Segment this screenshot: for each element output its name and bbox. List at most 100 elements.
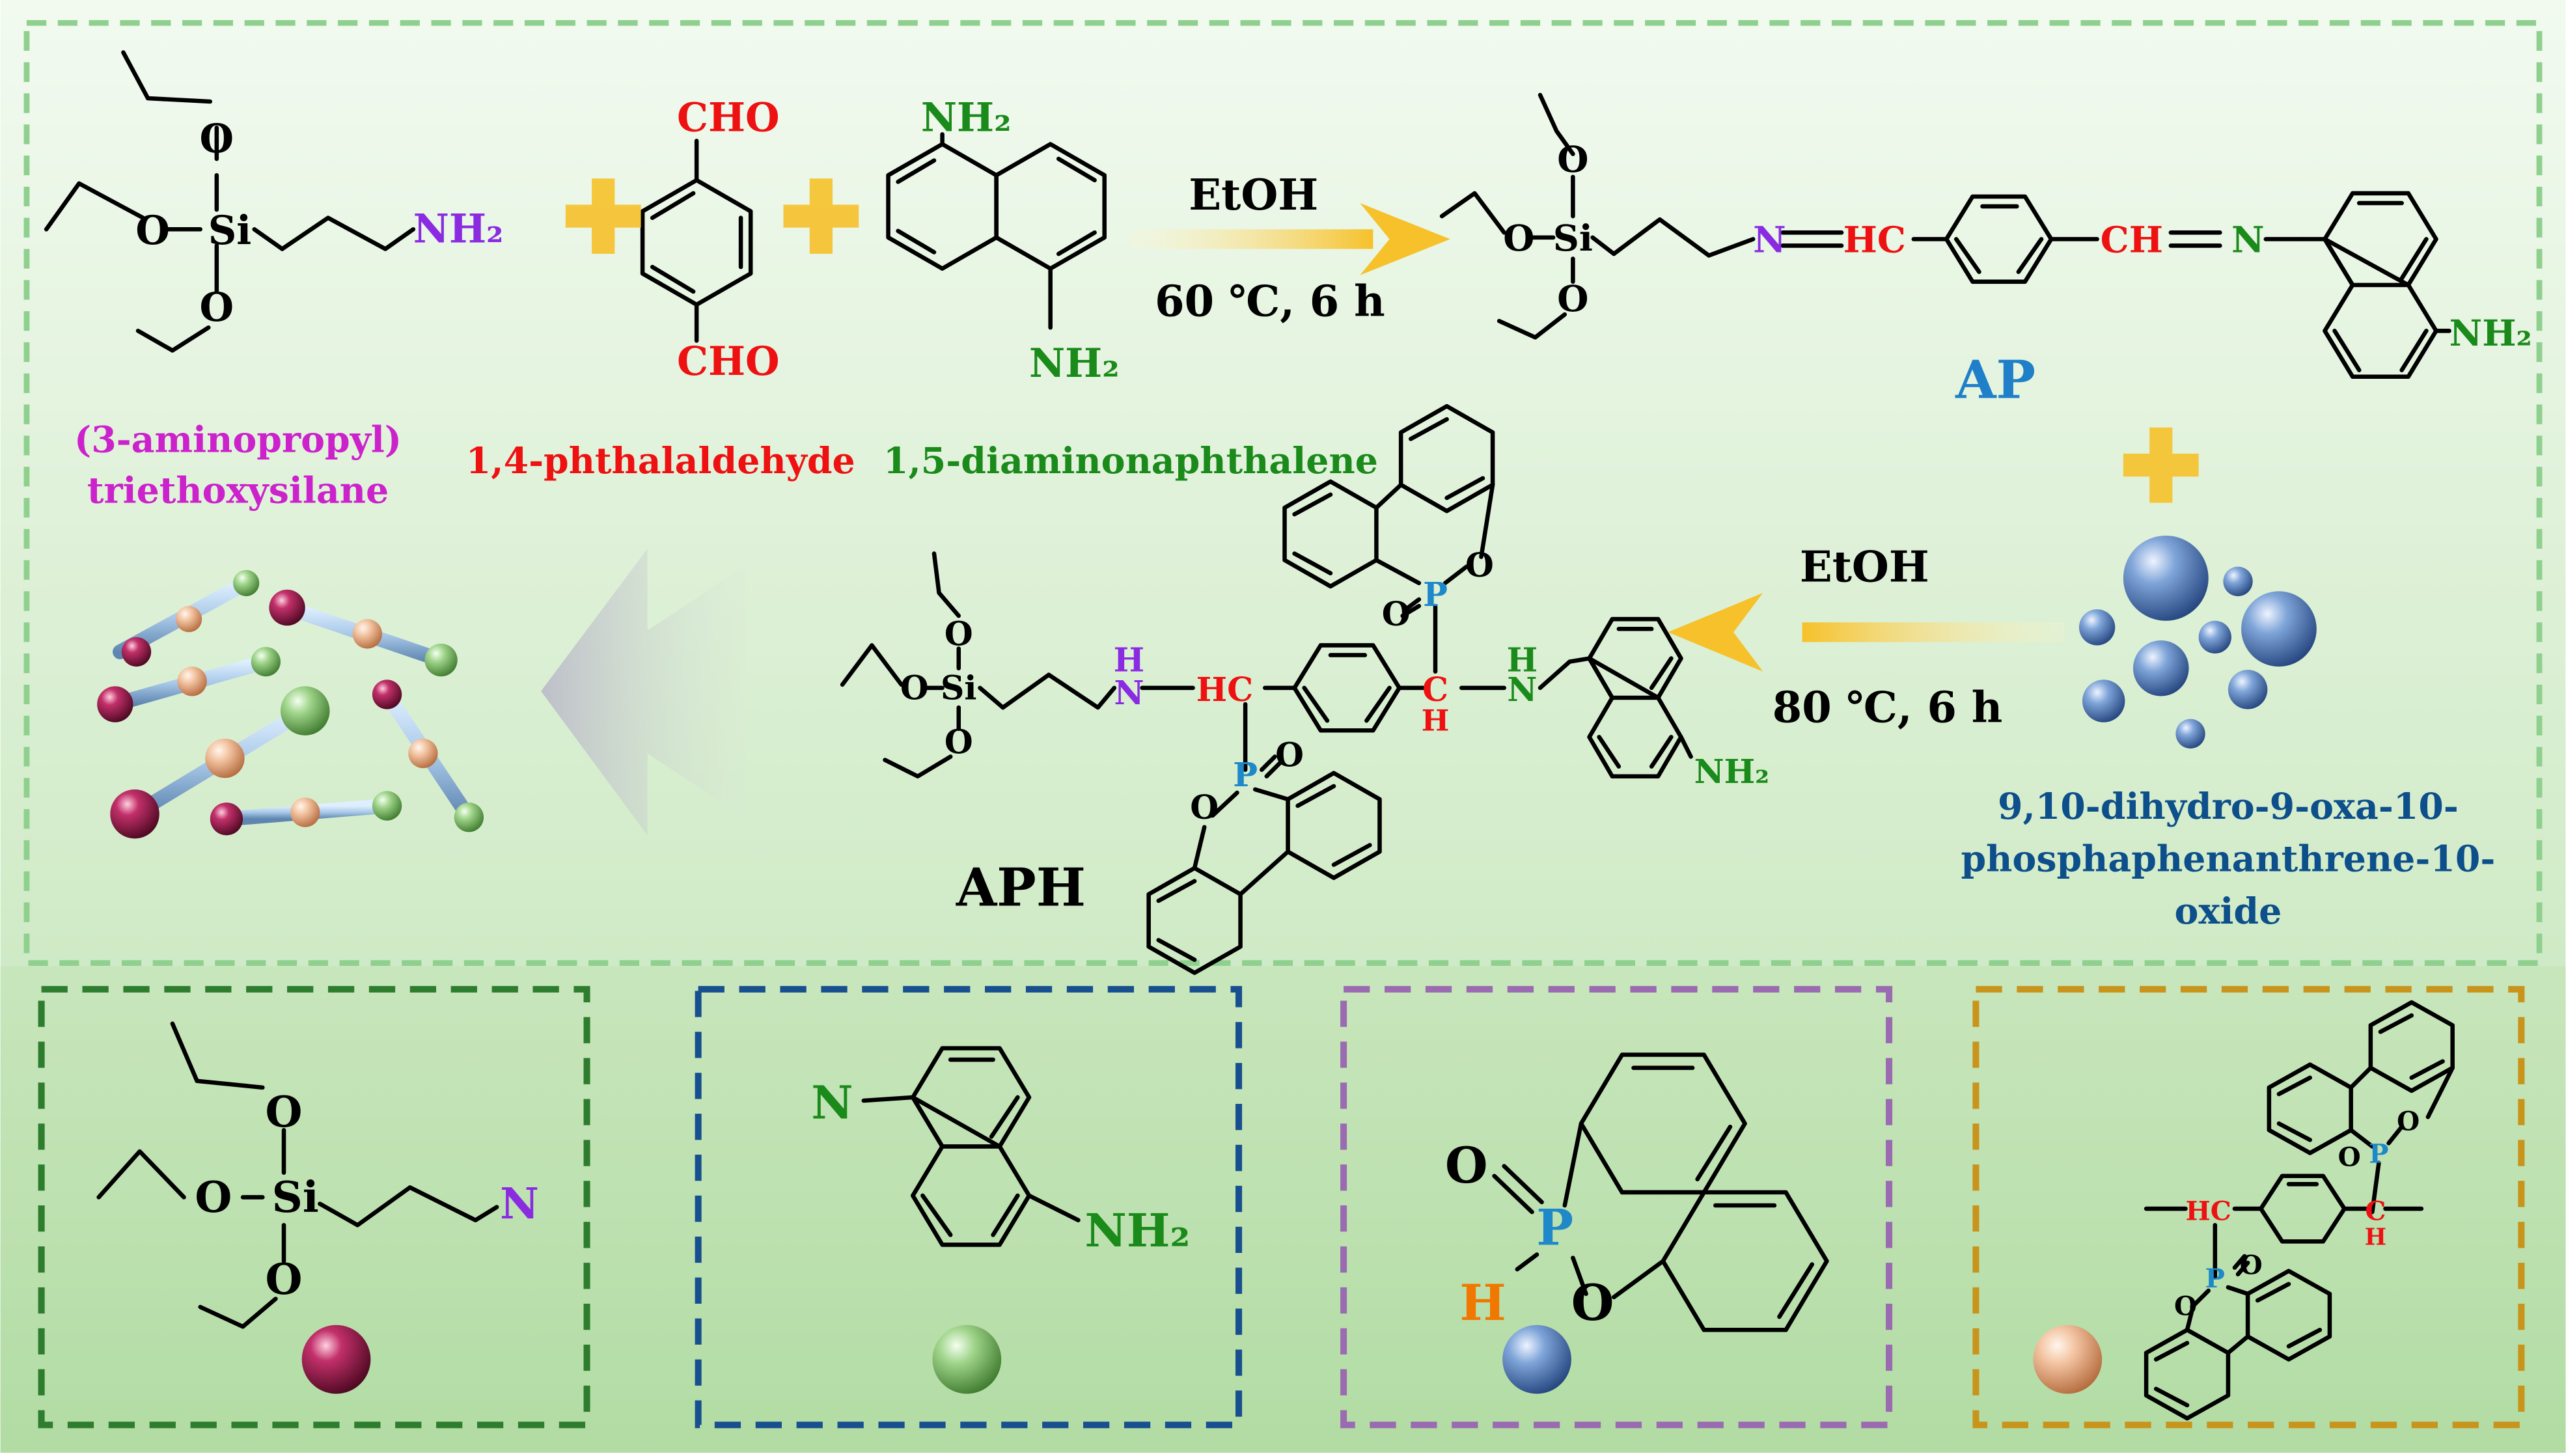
sphere-icon	[454, 803, 484, 832]
atom-h: H	[1422, 702, 1450, 737]
plus-icon	[783, 178, 859, 254]
atom-o: O	[200, 116, 234, 162]
sphere-icon	[2198, 620, 2231, 654]
label-ap: AP	[1955, 348, 2035, 410]
atom-o: O	[266, 1088, 303, 1137]
label-dan: 1,5-diaminonaphthalene	[883, 440, 1378, 482]
atom-h: H	[2365, 1224, 2386, 1250]
sphere-icon	[2175, 719, 2205, 749]
label-aph: APH	[956, 857, 1086, 918]
dopo-sphere-cluster	[2078, 535, 2317, 749]
atom-nh2: NH₂	[2449, 312, 2532, 355]
atom-o: O	[945, 614, 973, 653]
sphere-icon	[280, 686, 330, 735]
arrow-icon	[1668, 592, 2065, 672]
atom-o: O	[1557, 278, 1588, 320]
atom-h: H	[1459, 1274, 1506, 1332]
atom-nh2: NH₂	[1029, 340, 1120, 387]
atom-nh2: NH₂	[413, 206, 504, 252]
legend-box-dan	[695, 985, 1243, 1429]
atom-o: O	[1190, 788, 1219, 827]
atom-hc: HC	[2186, 1196, 2231, 1227]
arrow-icon	[1130, 203, 1450, 275]
atom-h: H	[1114, 641, 1145, 680]
label-dopo-3: oxide	[2175, 890, 2282, 933]
legend-box-dopo	[1340, 985, 1893, 1429]
sphere-icon	[352, 619, 383, 649]
atom-p: P	[1423, 575, 1448, 614]
sphere-icon	[301, 1325, 371, 1394]
atom-cho: CHO	[677, 94, 780, 141]
atom-hc: HC	[1196, 670, 1254, 709]
atom-cho: CHO	[677, 338, 780, 385]
sphere-icon	[2241, 591, 2317, 667]
sphere-icon	[2078, 609, 2116, 646]
atom-n: N	[1753, 219, 1786, 262]
sphere-icon	[2223, 566, 2253, 596]
sphere-icon	[210, 803, 243, 836]
atom-p: P	[2369, 1139, 2388, 1170]
reaction2-conditions: 80 ℃, 6 h	[1773, 683, 2003, 733]
atom-o: O	[266, 1255, 303, 1304]
plus-icon	[565, 178, 641, 254]
atom-nh2: NH₂	[921, 94, 1012, 141]
sphere-icon	[290, 797, 320, 827]
label-dopo-2: phosphaphenanthrene-10-	[1961, 838, 2495, 881]
sphere-icon	[2082, 680, 2125, 722]
atom-n: N	[1114, 674, 1144, 712]
legend-box-linker	[1972, 985, 2525, 1429]
sphere-icon	[97, 686, 133, 722]
atom-si: Si	[941, 668, 976, 707]
reaction1-reagent: EtOH	[1189, 171, 1318, 220]
atom-o: O	[1571, 1274, 1614, 1332]
atom-hc: HC	[1843, 219, 1906, 262]
sphere-icon	[932, 1325, 1002, 1394]
atom-si: Si	[272, 1173, 319, 1222]
atom-o: O	[1557, 139, 1588, 181]
atom-o: O	[200, 284, 234, 331]
sphere-icon	[2033, 1325, 2103, 1394]
sphere-icon	[269, 589, 305, 626]
sphere-icon	[424, 643, 458, 677]
sphere-icon	[121, 637, 152, 667]
label-phthal: 1,4-phthalaldehyde	[466, 440, 855, 482]
atom-o: O	[2240, 1250, 2263, 1281]
label-aptes-2: triethoxysilane	[87, 470, 389, 512]
sphere-icon	[2132, 640, 2189, 696]
atom-si: Si	[1553, 217, 1593, 260]
sphere-icon	[205, 738, 245, 778]
atom-n: N	[2231, 219, 2265, 262]
atom-o: O	[1445, 1136, 1488, 1194]
atom-n: N	[1507, 670, 1537, 709]
atom-o: O	[2338, 1142, 2361, 1173]
atom-o: O	[945, 723, 973, 762]
atom-p: P	[1536, 1198, 1573, 1256]
sphere-icon	[2123, 535, 2209, 621]
sphere-icon	[2228, 670, 2268, 709]
legend-box-aptes	[38, 985, 590, 1429]
bottom-background	[0, 966, 2566, 1453]
atom-o: O	[900, 668, 929, 707]
atom-o: O	[135, 208, 170, 254]
atom-o: O	[195, 1173, 232, 1222]
plus-icon	[2123, 427, 2199, 503]
atom-o: O	[2397, 1106, 2420, 1136]
outer-dashed-frame	[23, 20, 2543, 967]
label-dopo-1: 9,10-dihydro-9-oxa-10-	[1998, 786, 2459, 828]
wide-arrow-icon	[541, 548, 746, 836]
reaction2-reagent: EtOH	[1800, 542, 1929, 592]
sphere-icon	[1502, 1325, 1571, 1394]
sphere-icon	[175, 606, 202, 633]
atom-nh2: NH₂	[1694, 752, 1770, 791]
polymer-model	[97, 570, 484, 839]
atom-c: C	[1422, 670, 1448, 709]
atom-p: P	[1233, 756, 1258, 794]
atom-h: H	[1507, 641, 1538, 680]
atom-n: N	[500, 1179, 539, 1229]
atom-o: O	[1465, 546, 1494, 584]
atom-o: O	[2174, 1291, 2197, 1322]
atom-p: P	[2205, 1263, 2225, 1294]
bond-lines	[44, 50, 2455, 1421]
sphere-icon	[110, 789, 159, 839]
